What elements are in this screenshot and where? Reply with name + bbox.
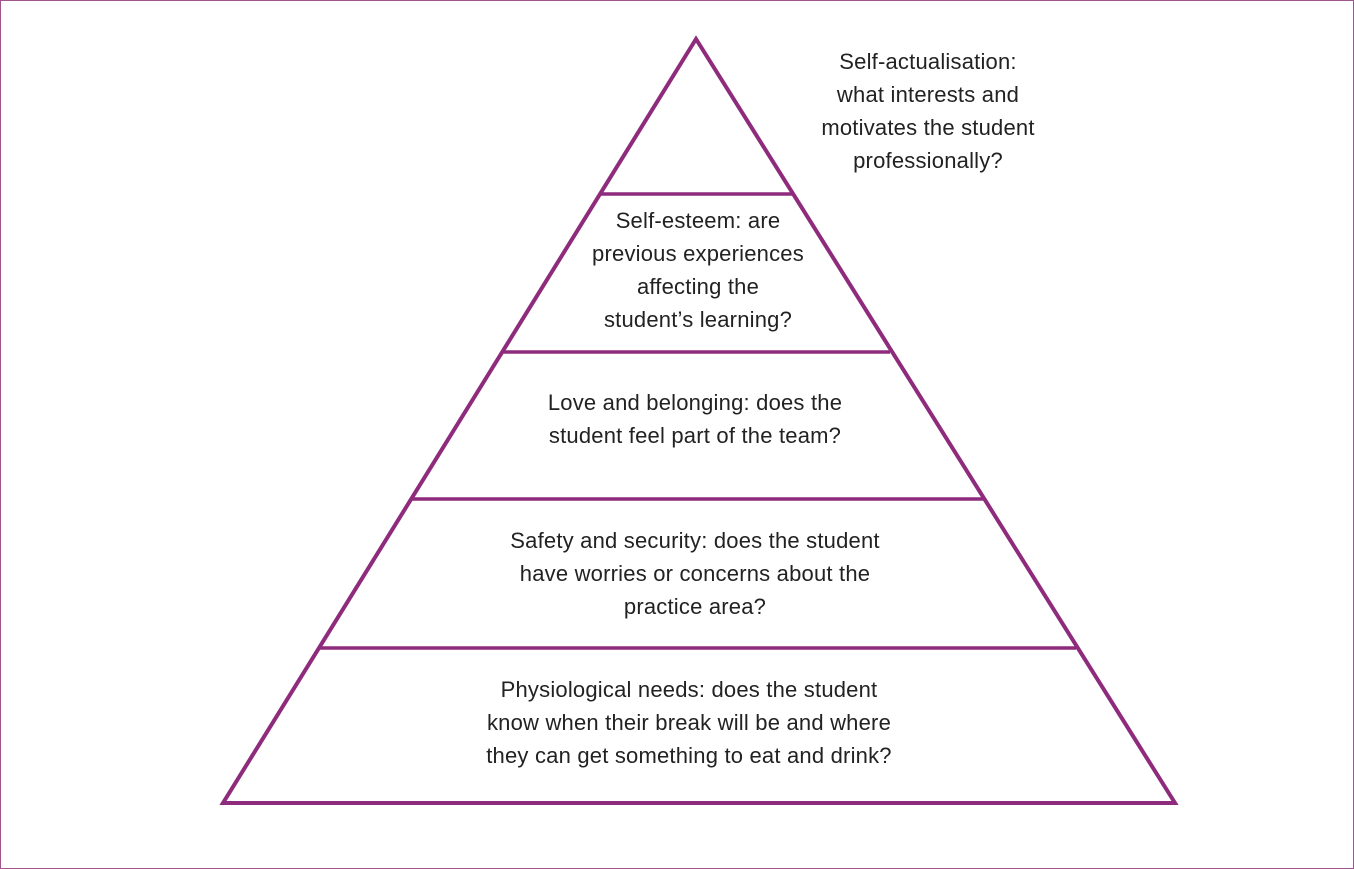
level-physiological-label: Physiological needs: does the student kn… bbox=[419, 673, 959, 772]
text-line: professionally? bbox=[853, 148, 1003, 173]
level-safety-security-label: Safety and security: does the student ha… bbox=[445, 524, 945, 623]
text-line: Self-esteem: are bbox=[615, 208, 781, 233]
text-line: affecting the bbox=[636, 274, 760, 299]
pyramid-triangle bbox=[219, 35, 1179, 805]
text-line: Safety and security: does the student bbox=[510, 528, 880, 553]
text-line: know when their break will be and where bbox=[486, 710, 891, 735]
level-love-belonging-label: Love and belonging: does the student fee… bbox=[495, 386, 895, 452]
level-self-actualisation-label: Self-actualisation: what interests and m… bbox=[778, 45, 1078, 177]
text-line: student’s learning? bbox=[603, 307, 793, 332]
text-line: what interests and bbox=[836, 82, 1020, 107]
text-line: student feel part of the team? bbox=[548, 423, 842, 448]
text-line: Self-actualisation: bbox=[839, 49, 1017, 74]
text-line: practice area? bbox=[623, 594, 767, 619]
level-self-esteem-label: Self-esteem: are previous experiences af… bbox=[548, 204, 848, 336]
text-line: previous experiences bbox=[592, 241, 804, 266]
text-line: have worries or concerns about the bbox=[519, 561, 871, 586]
text-line: Physiological needs: does the student bbox=[500, 677, 878, 702]
text-line: Love and belonging: does the bbox=[547, 390, 843, 415]
text-line: motivates the student bbox=[821, 115, 1035, 140]
text-line: they can get something to eat and drink? bbox=[486, 743, 892, 768]
